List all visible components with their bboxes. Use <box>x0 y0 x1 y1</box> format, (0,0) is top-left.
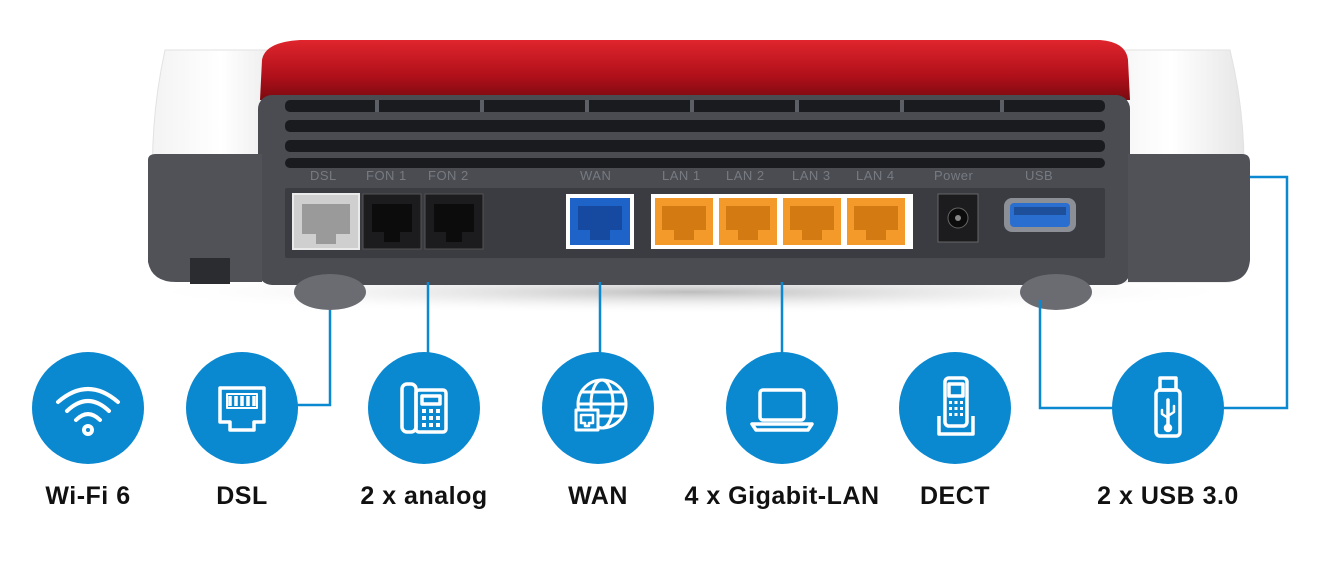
usb-stick-icon <box>1112 352 1224 464</box>
usb-port <box>1004 198 1076 232</box>
globe-network-icon <box>542 352 654 464</box>
port-label-lan2: LAN 2 <box>726 168 765 183</box>
feature-label: WAN <box>568 482 628 510</box>
power-port <box>937 193 979 243</box>
laptop-icon <box>726 352 838 464</box>
port-label-fon2: FON 2 <box>428 168 469 183</box>
feature-wifi: Wi-Fi 6 <box>0 352 198 511</box>
vent-ribs <box>375 100 1004 112</box>
port-label-usb: USB <box>1025 168 1053 183</box>
feature-label: 2 x USB 3.0 <box>1097 482 1239 510</box>
feature-label: DSL <box>216 482 268 510</box>
feature-label: 2 x analog <box>360 482 488 510</box>
port-label-power: Power <box>934 168 974 183</box>
port-label-dsl: DSL <box>310 168 337 183</box>
left-clip <box>190 258 230 284</box>
port-label-lan4: LAN 4 <box>856 168 895 183</box>
cordless-phone-icon <box>899 352 1011 464</box>
feature-lan: 4 x Gigabit-LAN <box>672 352 892 511</box>
ethernet-port-icon <box>186 352 298 464</box>
left-side-panel <box>148 154 262 282</box>
feature-label: DECT <box>919 482 991 510</box>
left-foot <box>294 274 366 310</box>
feature-wan: WAN <box>488 352 708 511</box>
feature-label: 4 x Gigabit-LAN <box>684 482 880 510</box>
port-label-wan: WAN <box>580 168 611 183</box>
feature-usb: 2 x USB 3.0 <box>1058 352 1278 511</box>
usb-connector-front <box>1038 300 1115 410</box>
fon2-port <box>424 193 484 250</box>
usb-connector-side <box>1222 175 1289 410</box>
wifi-icon <box>32 352 144 464</box>
port-label-lan3: LAN 3 <box>792 168 831 183</box>
red-top-housing <box>260 40 1130 100</box>
feature-dect: DECT <box>845 352 1065 511</box>
dsl-port <box>292 193 360 250</box>
desk-phone-icon <box>368 352 480 464</box>
right-side-panel <box>1128 154 1250 282</box>
fon1-port <box>362 193 422 250</box>
wan-port <box>566 194 634 249</box>
feature-analog: 2 x analog <box>314 352 534 511</box>
feature-label: Wi-Fi 6 <box>45 482 131 510</box>
feature-dsl: DSL <box>132 352 352 511</box>
right-foot <box>1020 274 1092 310</box>
port-label-fon1: FON 1 <box>366 168 407 183</box>
lan-ports <box>651 194 913 249</box>
port-label-lan1: LAN 1 <box>662 168 701 183</box>
